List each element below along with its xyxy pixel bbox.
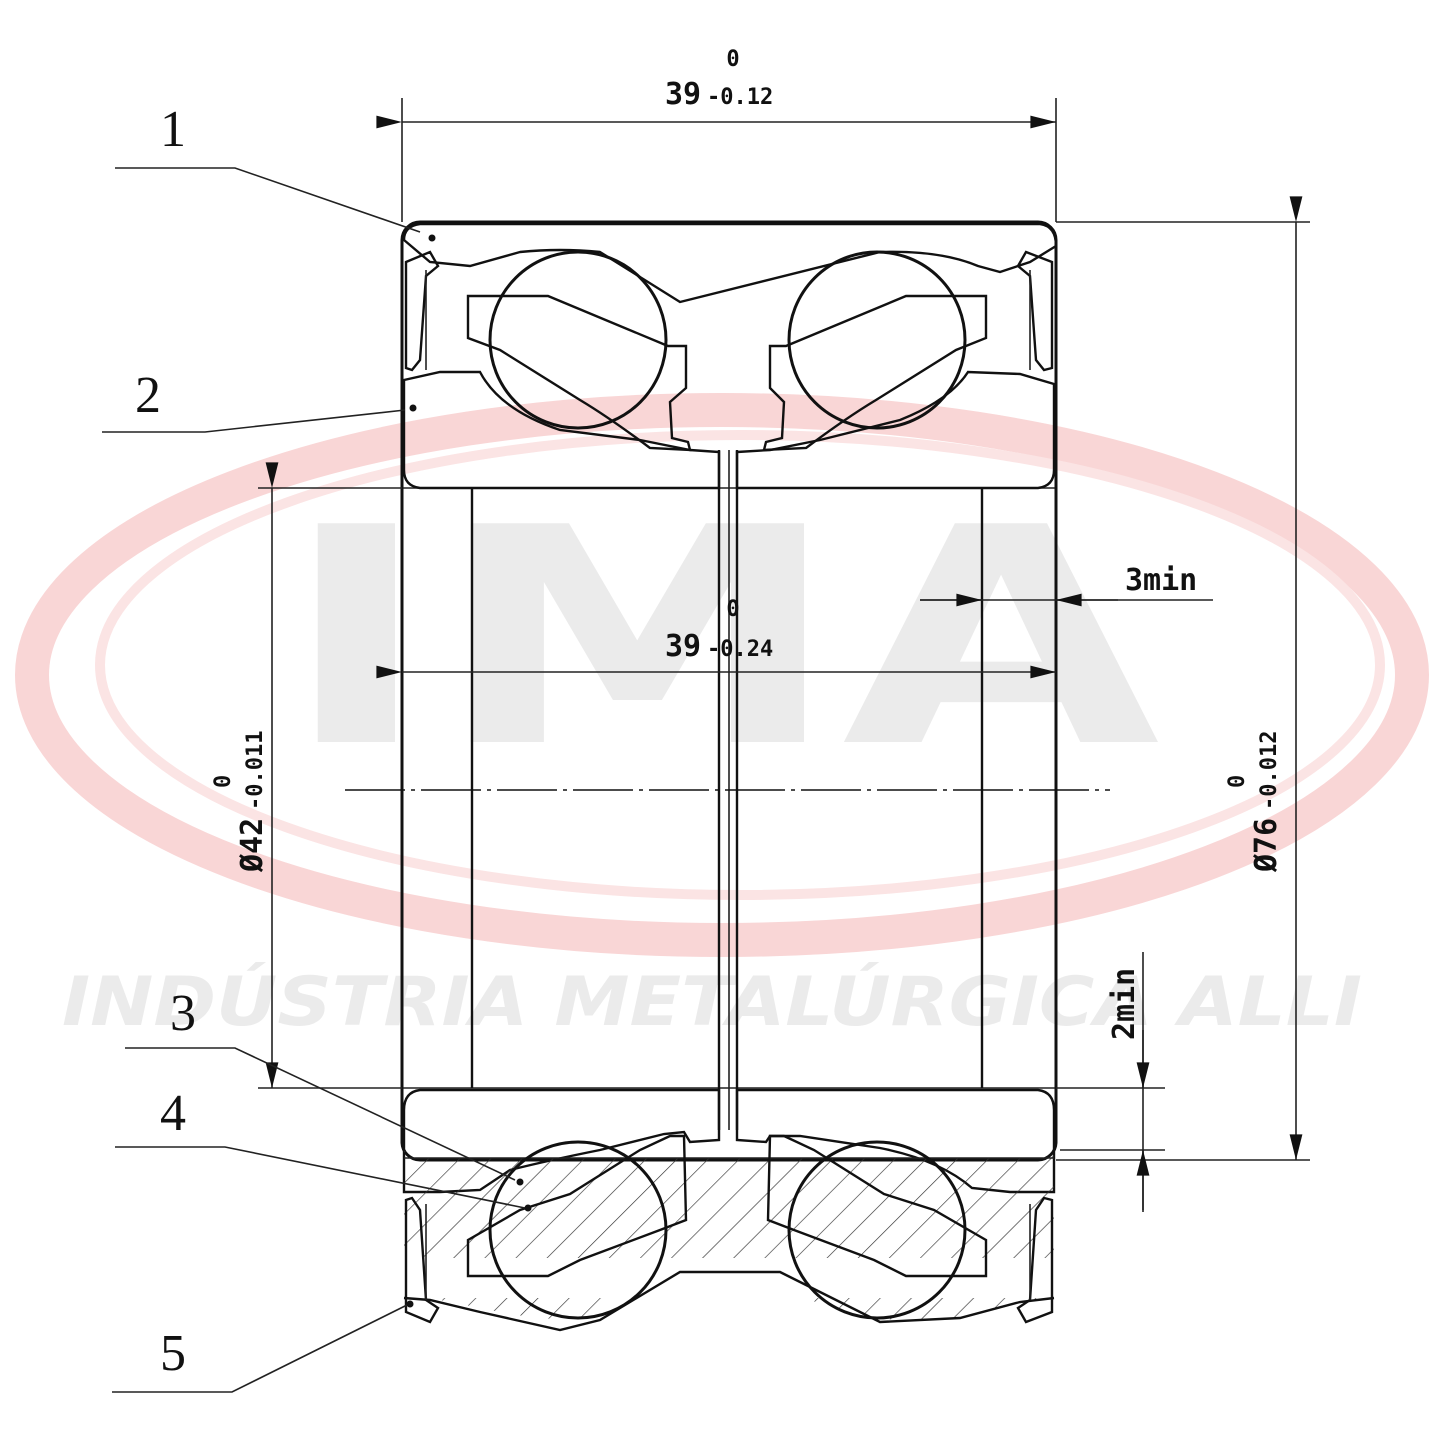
seal-bottom-right	[1016, 1196, 1054, 1324]
lower-section	[402, 1088, 1056, 1332]
dim-outer-width-upper: 0	[726, 47, 739, 72]
seal-top-left	[404, 250, 440, 372]
ball-top-left	[488, 250, 668, 430]
dim-outer-width-lower: -0.12	[707, 85, 773, 110]
inner-ring-right-top	[735, 370, 1056, 490]
cage-bottom-left	[466, 1134, 688, 1278]
cage-bottom-right	[766, 1134, 988, 1278]
watermark-tagline: INDÚSTRIA METALÚRGICA ALLI	[62, 962, 1362, 1042]
dim-bore-nominal: Ø42	[235, 818, 270, 873]
dim-outer-diameter-upper: 0	[1225, 775, 1250, 788]
part-label-4: 4	[160, 1085, 186, 1142]
part-label-1: 1	[160, 101, 186, 158]
watermark-logo: IMA	[280, 464, 1163, 813]
cage-top-right	[762, 294, 988, 452]
seal-bottom-left	[404, 1196, 440, 1324]
dimension-texts: 0 39 -0.12 0 39 -0.24 3min Ø42 0 -0.011 …	[211, 47, 1284, 1040]
cage-top-left	[466, 294, 692, 452]
dim-bore-upper: 0	[211, 775, 236, 788]
part-callouts: 1 2 3 4 5	[102, 101, 532, 1393]
part-label-2: 2	[135, 367, 161, 424]
watermark-ring-inner	[95, 430, 1385, 900]
dim-outer-diameter-nominal: Ø76	[1249, 818, 1284, 873]
dim-inner-width-nominal: 39	[665, 629, 701, 664]
watermark-ring	[15, 393, 1429, 957]
part-label-5: 5	[160, 1325, 186, 1382]
ball-bottom-left	[488, 1140, 668, 1320]
dimension-lines	[258, 98, 1310, 1212]
ball-bottom-right	[787, 1140, 967, 1320]
seal-top-right	[1016, 250, 1054, 372]
dim-bore-lower: -0.011	[243, 731, 268, 810]
dim-inner-width-lower: -0.24	[707, 637, 773, 662]
outer-ring-top	[402, 222, 1058, 304]
part-label-3: 3	[170, 985, 196, 1042]
dim-outer-width-nominal: 39	[665, 77, 701, 112]
upper-section	[402, 222, 1058, 490]
watermark: IMA INDÚSTRIA METALÚRGICA ALLI	[15, 393, 1429, 1042]
dim-chamfer-axial: 3min	[1125, 563, 1197, 598]
inner-ring-left-top	[402, 370, 721, 490]
dim-chamfer-radial: 2min	[1107, 968, 1142, 1040]
dim-inner-width-upper: 0	[726, 597, 739, 622]
ball-top-right	[787, 250, 967, 430]
dim-outer-diameter-lower: -0.012	[1257, 731, 1282, 810]
